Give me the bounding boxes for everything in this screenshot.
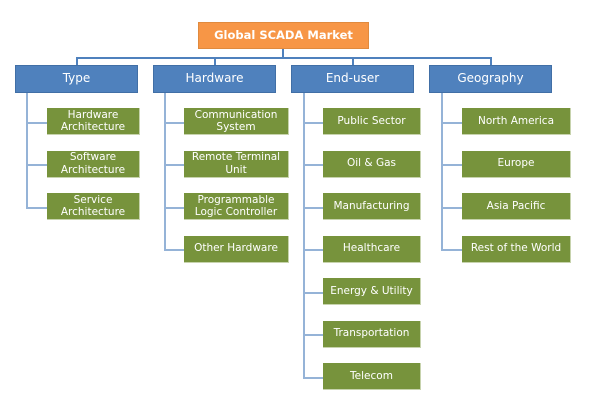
leaf-node: Remote Terminal Unit bbox=[184, 150, 289, 178]
connector-drop-hardware bbox=[214, 57, 216, 65]
leaf-node: Programmable Logic Controller bbox=[184, 193, 289, 220]
root-connector-stem bbox=[282, 48, 284, 58]
branch-line bbox=[26, 164, 47, 166]
branch-line bbox=[303, 376, 323, 379]
leaf-node: Software Architecture bbox=[47, 150, 140, 178]
trunk-line bbox=[441, 93, 443, 250]
branch-line bbox=[26, 121, 47, 124]
leaf-node: Other Hardware bbox=[184, 235, 289, 263]
leaf-node: Communication System bbox=[184, 108, 289, 135]
branch-line bbox=[26, 206, 47, 209]
trunk-line bbox=[26, 93, 28, 208]
branch-line bbox=[164, 121, 184, 124]
branch-line bbox=[303, 121, 323, 124]
leaf-node: Healthcare bbox=[323, 235, 421, 263]
branch-line bbox=[164, 249, 184, 251]
branch-line bbox=[164, 164, 184, 166]
leaf-node: North America bbox=[462, 108, 571, 135]
branch-line bbox=[303, 206, 323, 209]
branch-line bbox=[441, 164, 462, 166]
root-connector-bus bbox=[76, 57, 492, 59]
connector-drop-end-user bbox=[352, 57, 354, 65]
category-type: Type bbox=[15, 65, 138, 93]
connector-drop-type bbox=[76, 57, 78, 65]
branch-line bbox=[441, 206, 462, 209]
branch-line bbox=[303, 291, 323, 294]
branch-line bbox=[303, 334, 323, 336]
leaf-node: Energy & Utility bbox=[323, 278, 421, 305]
category-hardware: Hardware bbox=[153, 65, 276, 93]
leaf-node: Asia Pacific bbox=[462, 193, 571, 220]
category-geography: Geography bbox=[429, 65, 552, 93]
branch-line bbox=[303, 164, 323, 166]
leaf-node: Transportation bbox=[323, 320, 421, 348]
root-node: Global SCADA Market bbox=[198, 22, 369, 49]
leaf-node: Manufacturing bbox=[323, 193, 421, 220]
branch-line bbox=[441, 249, 462, 251]
connector-drop-geography bbox=[490, 57, 492, 65]
leaf-node: Telecom bbox=[323, 363, 421, 390]
leaf-node: Rest of the World bbox=[462, 235, 571, 263]
leaf-node: Service Architecture bbox=[47, 193, 140, 220]
leaf-node: Europe bbox=[462, 150, 571, 178]
leaf-node: Oil & Gas bbox=[323, 150, 421, 178]
trunk-line bbox=[164, 93, 166, 250]
leaf-node: Hardware Architecture bbox=[47, 108, 140, 135]
leaf-node: Public Sector bbox=[323, 108, 421, 135]
branch-line bbox=[303, 249, 323, 251]
category-end-user: End-user bbox=[291, 65, 414, 93]
branch-line bbox=[441, 121, 462, 124]
trunk-line bbox=[303, 93, 305, 378]
branch-line bbox=[164, 206, 184, 209]
